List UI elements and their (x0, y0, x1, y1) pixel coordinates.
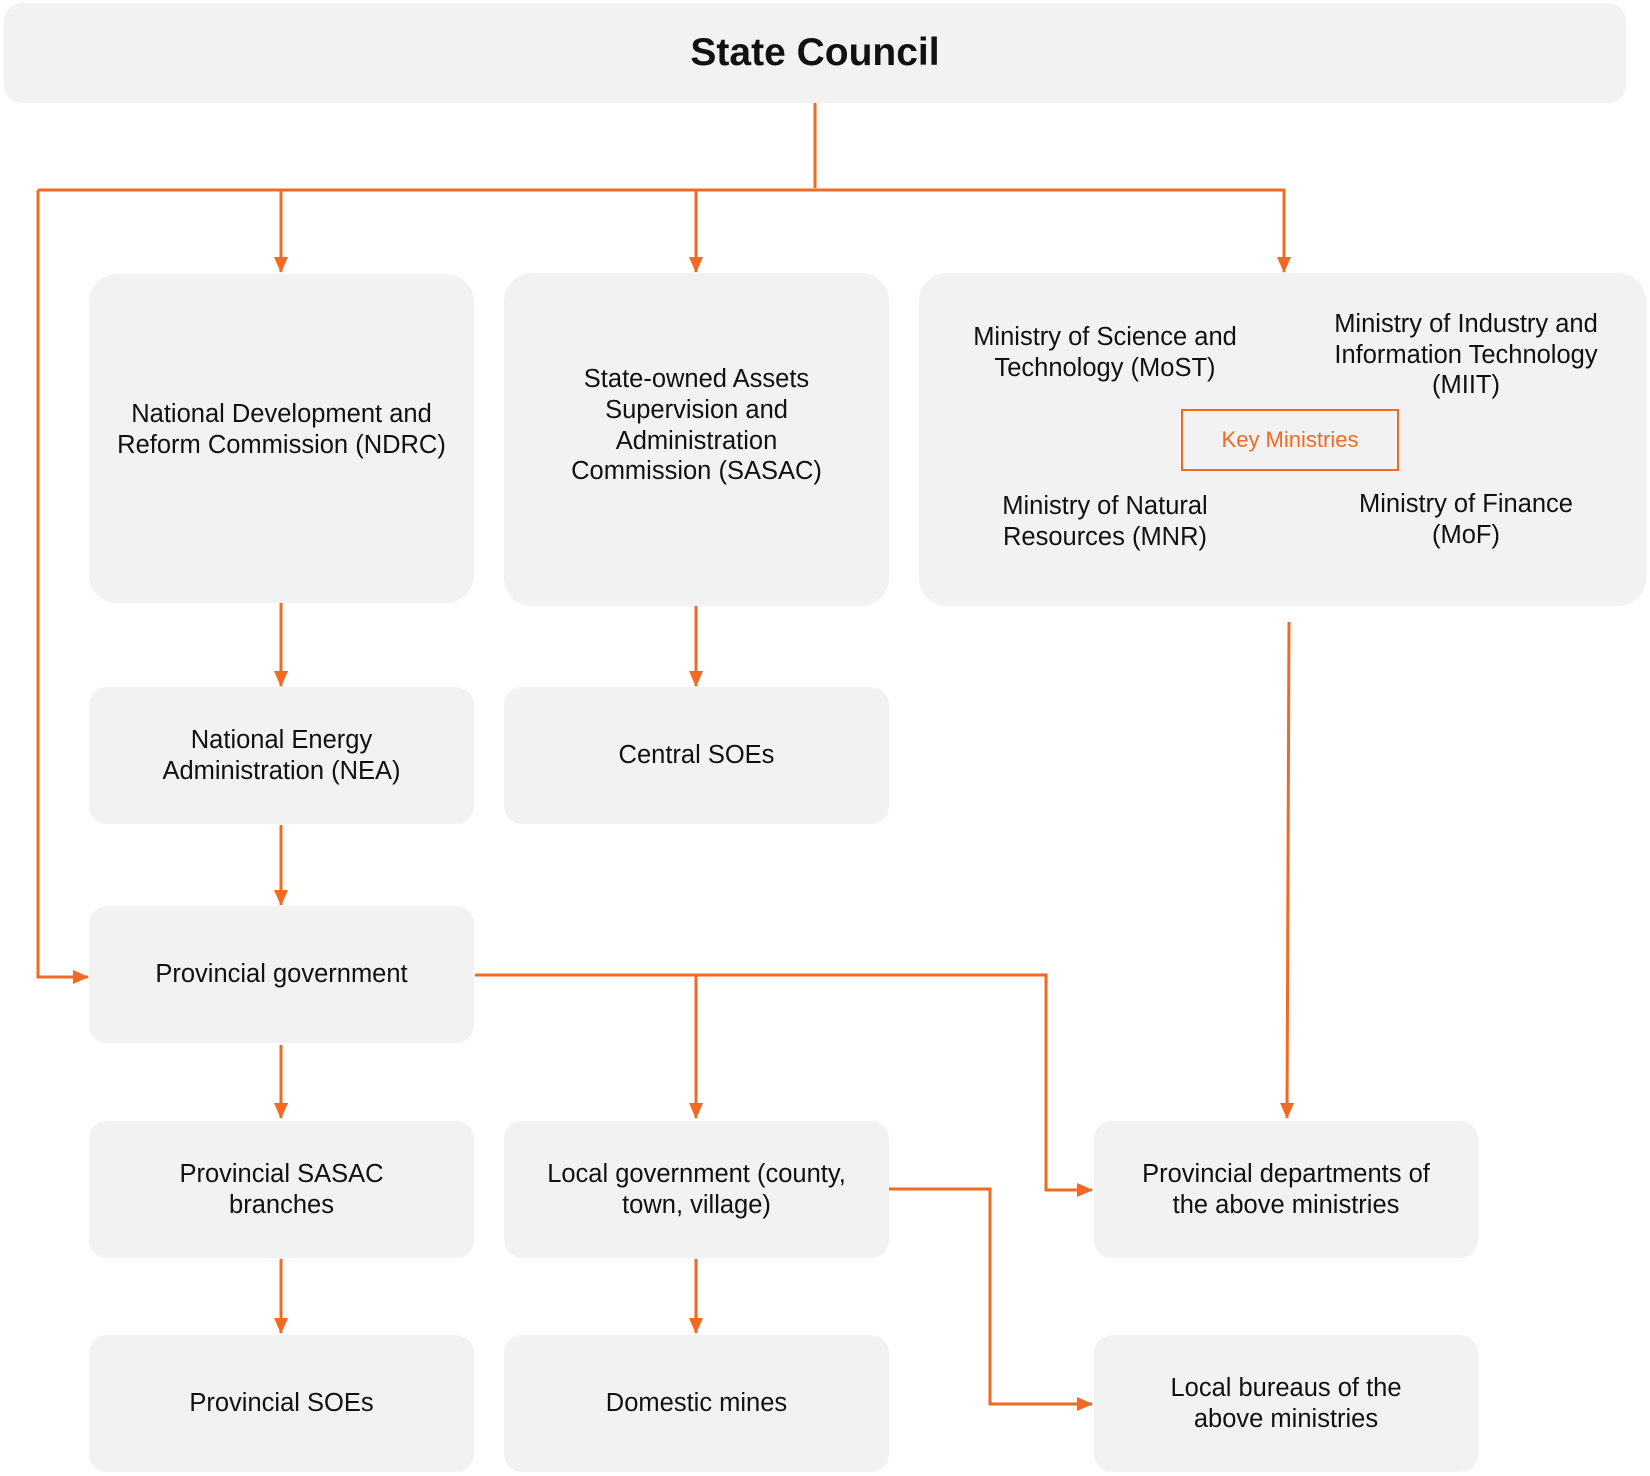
ndrc-label: National Development and Reform Commissi… (117, 399, 446, 459)
local-bureaus-label: Local bureaus of the above ministries (1170, 1373, 1402, 1433)
provincial-soes-label: Provincial SOEs (189, 1389, 374, 1418)
domestic-mines-box: Domestic mines (504, 1335, 889, 1472)
central-soes-box: Central SOEs (504, 687, 889, 824)
arrow-to-provincial-government (36, 190, 89, 984)
local-government-label: Local government (county, town, village) (547, 1159, 846, 1219)
nea-box: National Energy Administration (NEA) (89, 687, 474, 824)
provincial-departments-box: Provincial departments of the above mini… (1094, 1121, 1478, 1258)
state-council-box: State Council (4, 3, 1626, 103)
most-label: Ministry of Science and Technology (MoST… (973, 323, 1237, 382)
local-bureaus-box: Local bureaus of the above ministries (1094, 1335, 1478, 1472)
connector-local-government-to-bureaus (889, 1187, 1093, 1411)
provincial-government-label: Provincial government (155, 960, 408, 989)
mnr-label: Ministry of Natural Resources (MNR) (1002, 492, 1208, 551)
key-ministries-label: Key Ministries (1181, 409, 1399, 471)
local-government-box: Local government (county, town, village) (504, 1121, 889, 1258)
provincial-sasac-box: Provincial SASAC branches (89, 1121, 474, 1258)
provincial-government-box: Provincial government (89, 906, 474, 1043)
provincial-departments-label: Provincial departments of the above mini… (1142, 1159, 1430, 1219)
nea-label: National Energy Administration (NEA) (162, 725, 401, 785)
provincial-sasac-label: Provincial SASAC branches (179, 1159, 384, 1219)
sasac-box: State-owned Assets Supervision and Admin… (504, 273, 889, 606)
domestic-mines-label: Domestic mines (605, 1389, 788, 1418)
miit-label: Ministry of Industry and Information Tec… (1334, 310, 1598, 400)
ndrc-box: National Development and Reform Commissi… (89, 274, 474, 603)
sasac-label: State-owned Assets Supervision and Admin… (571, 365, 822, 486)
central-soes-label: Central SOEs (618, 741, 775, 770)
mof-label: Ministry of Finance (MoF) (1359, 490, 1573, 549)
provincial-soes-box: Provincial SOEs (89, 1335, 474, 1472)
state-council-label: State Council (690, 30, 940, 74)
arrow-ministries-to-provincial-departments (1280, 621, 1295, 1119)
